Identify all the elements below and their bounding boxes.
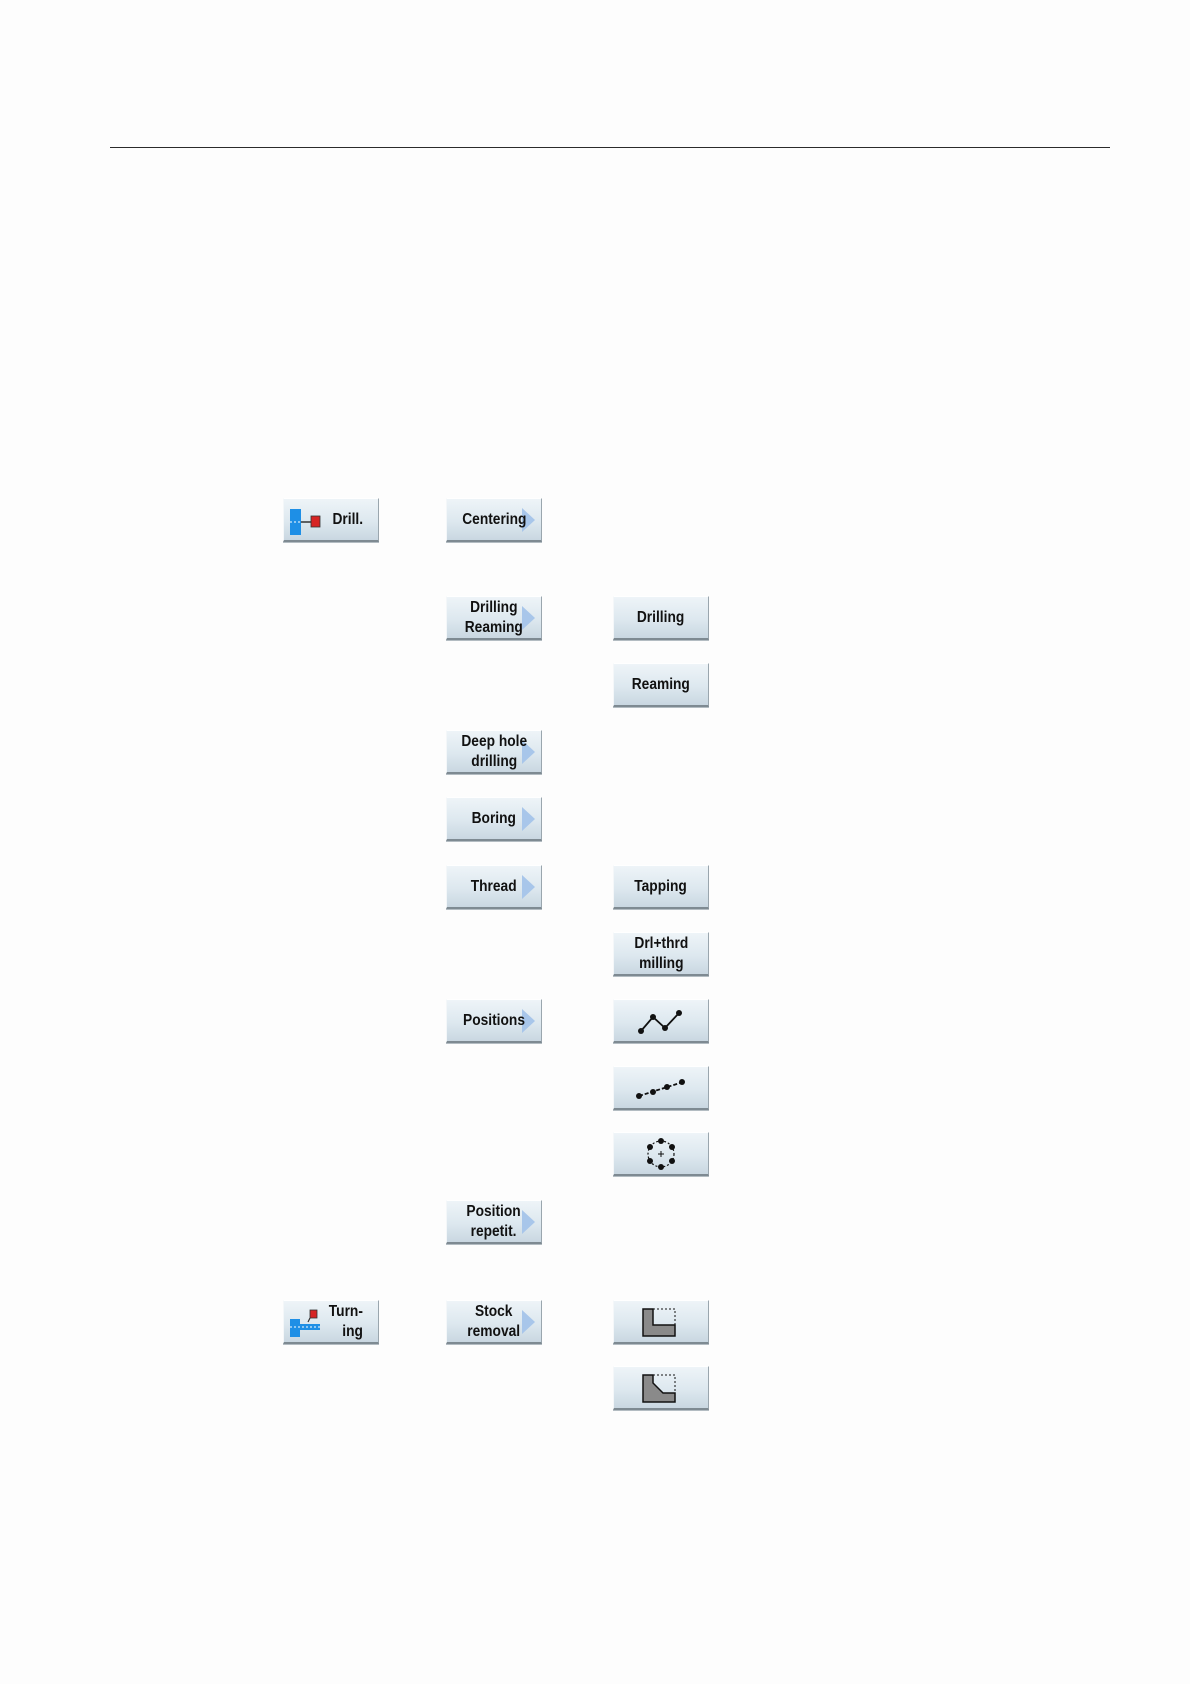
stock-removal-softkey[interactable]: Stock removal (446, 1300, 542, 1344)
arbitrary-positions-softkey[interactable] (613, 999, 709, 1043)
thread-softkey[interactable]: Thread (446, 865, 542, 909)
turning-icon (288, 1307, 324, 1339)
submenu-arrow-icon (522, 606, 535, 630)
header-rule (110, 147, 1110, 148)
stock-removal-label: Stock removal (468, 1302, 521, 1342)
submenu-arrow-icon (522, 875, 535, 899)
centering-softkey[interactable]: Centering (446, 498, 542, 542)
boring-softkey[interactable]: Boring (446, 797, 542, 841)
drl-thrd-milling-label: Drl+thrd milling (634, 934, 688, 974)
centering-label: Centering (462, 510, 526, 530)
submenu-arrow-icon (522, 1210, 535, 1234)
submenu-arrow-icon (522, 1310, 535, 1334)
turning-softkey[interactable]: Turn- ing (283, 1300, 379, 1344)
drl-thrd-milling-softkey[interactable]: Drl+thrd milling (613, 932, 709, 976)
stock-removal-rectangular-softkey[interactable] (613, 1300, 709, 1344)
stock-removal-chamfer-softkey[interactable] (613, 1366, 709, 1410)
boring-label: Boring (472, 809, 516, 829)
stock-removal-chamfer-icon (633, 1371, 689, 1405)
positions-softkey[interactable]: Positions (446, 999, 542, 1043)
position-repetit-label: Position repetit. (467, 1202, 521, 1242)
drill-label: Drill. (333, 510, 364, 530)
drill-softkey[interactable]: Drill. (283, 498, 379, 542)
drilling-softkey[interactable]: Drilling (613, 596, 709, 640)
turning-label: Turn- ing (329, 1302, 363, 1342)
stock-removal-rectangular-icon (633, 1305, 689, 1339)
circle-positions-softkey[interactable] (613, 1132, 709, 1176)
deep-hole-drilling-label: Deep hole drilling (461, 732, 527, 772)
drilling-reaming-label: Drilling Reaming (465, 598, 523, 638)
tapping-softkey[interactable]: Tapping (613, 865, 709, 909)
reaming-softkey[interactable]: Reaming (613, 663, 709, 707)
positions-label: Positions (463, 1011, 525, 1031)
polyline-positions-icon (633, 1004, 689, 1038)
line-positions-icon (633, 1071, 689, 1105)
deep-hole-drilling-softkey[interactable]: Deep hole drilling (446, 730, 542, 774)
thread-label: Thread (471, 877, 517, 897)
drilling-reaming-softkey[interactable]: Drilling Reaming (446, 596, 542, 640)
reaming-label: Reaming (632, 675, 690, 695)
drill-icon (288, 505, 324, 537)
line-positions-softkey[interactable] (613, 1066, 709, 1110)
position-repetit-softkey[interactable]: Position repetit. (446, 1200, 542, 1244)
tapping-label: Tapping (635, 877, 687, 897)
submenu-arrow-icon (522, 807, 535, 831)
circle-positions-icon (633, 1135, 689, 1173)
drilling-label: Drilling (637, 608, 684, 628)
